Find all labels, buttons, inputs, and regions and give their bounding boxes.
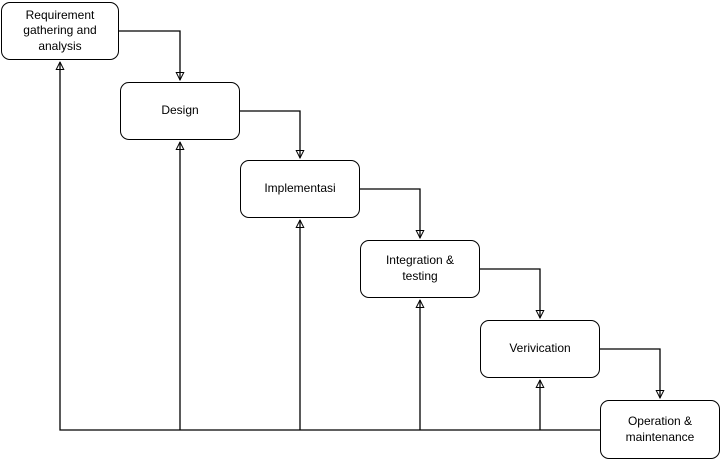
node-verivication-label: Verivication [509, 341, 571, 356]
node-integration-label: Integration & testing [385, 253, 455, 283]
node-requirement-gathering: Requirement gathering and analysis [1, 2, 119, 60]
node-integration-testing: Integration & testing [360, 240, 480, 298]
node-implementasi: Implementasi [240, 160, 360, 218]
edge-implementasi-to-integration [360, 188, 420, 238]
edge-requirement-to-design [119, 30, 180, 80]
edge-integration-to-verivication [480, 268, 540, 318]
node-operation-maintenance: Operation & maintenance [600, 400, 720, 459]
edge-verivication-to-operation [600, 348, 660, 398]
node-design-label: Design [161, 103, 199, 118]
node-implementasi-label: Implementasi [264, 181, 336, 196]
edge-design-to-implementasi [240, 110, 300, 158]
node-design: Design [120, 82, 240, 140]
node-operation-label: Operation & maintenance [625, 413, 695, 444]
node-verivication: Verivication [480, 320, 600, 378]
node-requirement-label: Requirement gathering and analysis [23, 7, 97, 53]
